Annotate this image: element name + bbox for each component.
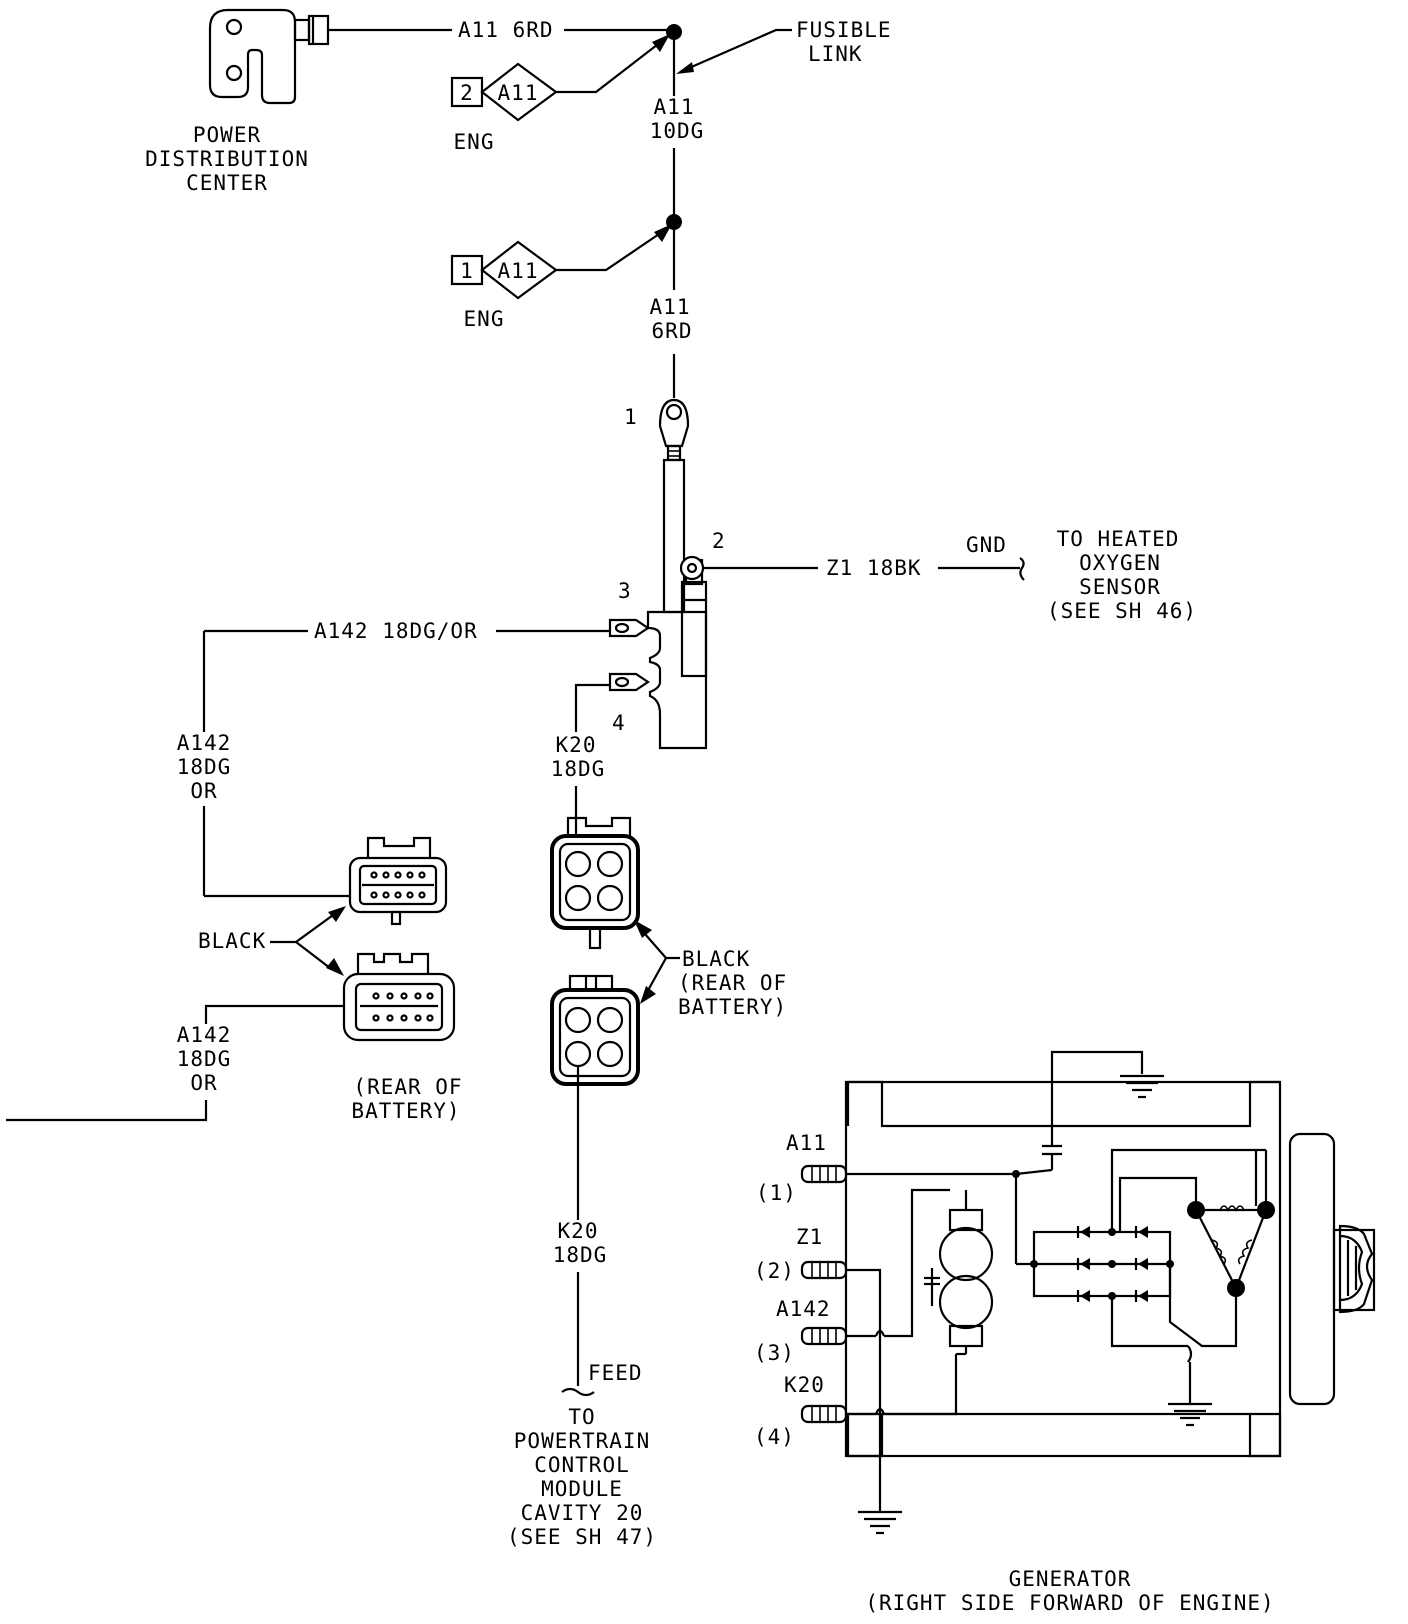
black-right-line-1: BLACK — [682, 947, 750, 971]
pdc-label-line-1: POWER — [193, 123, 261, 147]
gen-pin-2-num: (2) — [754, 1259, 795, 1283]
generator-internal-circuit — [846, 1148, 1275, 1512]
wire-label-a142-lower-3: OR — [190, 1071, 217, 1095]
wire-label-k20-upper-2: 18DG — [551, 757, 606, 781]
eng-connector-1 — [450, 224, 672, 300]
black-left-label: BLACK — [198, 929, 266, 953]
gen-pin-3-wire: A142 — [776, 1297, 831, 1321]
four-pin-connector-lower — [550, 974, 640, 1086]
wire-label-a142-lower-1: A142 — [177, 1023, 232, 1047]
feed-dest-line-2: POWERTRAIN — [514, 1429, 650, 1453]
feed-dest-line-3: CONTROL — [534, 1453, 630, 1477]
terminal-label-3: 3 — [618, 579, 632, 603]
wire-label-a142-lower-2: 18DG — [177, 1047, 232, 1071]
wire-a142-lower-exit — [6, 1100, 208, 1122]
wire-label-a11-6rd-1: A11 — [650, 295, 691, 319]
capacitor-symbol — [1042, 1130, 1062, 1170]
wire-label-k20-lower-2: 18DG — [553, 1243, 608, 1267]
black-connector-lower — [342, 952, 456, 1042]
wire-label-k20-upper-1: K20 — [556, 733, 597, 757]
black-right-leader-lower — [645, 957, 667, 995]
pdc-label-line-3: CENTER — [186, 171, 268, 195]
generator-title: GENERATOR — [1009, 1567, 1132, 1591]
gen-pin-1-num: (1) — [756, 1181, 797, 1205]
wire-label-k20-lower-1: K20 — [558, 1219, 599, 1243]
black-right-line-2: (REAR OF — [678, 971, 787, 995]
generator-pulley — [1288, 1132, 1376, 1406]
four-pin-connector-upper — [550, 816, 640, 950]
gen-pin-3-num: (3) — [754, 1341, 795, 1365]
generator-stud-4 — [800, 1404, 848, 1424]
gen-pin-4-num: (4) — [754, 1425, 795, 1449]
generator-subtitle: (RIGHT SIDE FORWARD OF ENGINE) — [865, 1591, 1274, 1615]
eng-connector-2 — [450, 34, 670, 122]
feed-dest-line-6: (SEE SH 47) — [507, 1525, 657, 1549]
terminal-label-1: 1 — [624, 405, 638, 429]
black-connector-upper — [348, 836, 448, 926]
wire-label-z1-18bk: Z1 18BK — [826, 556, 922, 580]
eng-connector-1-pin: 1 — [460, 259, 474, 283]
wire-break-feed — [561, 1387, 595, 1397]
eng-connector-2-code: A11 — [498, 81, 539, 105]
wire-label-a142-left-2: 18DG — [177, 755, 232, 779]
splice-dot-top — [666, 24, 682, 40]
gen-pin-1-wire: A11 — [786, 1131, 827, 1155]
wire-break-gnd — [1019, 557, 1025, 581]
wire-label-a11-6rd-top: A11 6RD — [458, 18, 554, 42]
gnd-dest-line-2: OXYGEN — [1079, 551, 1161, 575]
black-right-arrow-lower — [640, 986, 656, 1004]
terminal-label-2: 2 — [712, 529, 726, 553]
feed-label: FEED — [588, 1361, 643, 1385]
feed-dest-line-1: TO — [568, 1405, 595, 1429]
wire-label-a142-left-3: OR — [190, 779, 217, 803]
generator-stud-2 — [800, 1260, 848, 1280]
wire-label-a142-left-1: A142 — [177, 731, 232, 755]
feed-dest-line-5: CAVITY 20 — [521, 1501, 644, 1525]
black-right-arrow-upper — [634, 920, 652, 938]
gnd-dest-line-1: TO HEATED — [1057, 527, 1180, 551]
gen-pin-4-wire: K20 — [784, 1373, 825, 1397]
black-left-note-line-1: (REAR OF — [353, 1075, 462, 1099]
power-distribution-center-icon — [208, 8, 330, 105]
fusible-link-arrow — [676, 62, 694, 74]
wire-label-a11-10dg-2: 10DG — [650, 119, 705, 143]
gnd-dest-line-4: (SEE SH 46) — [1047, 599, 1197, 623]
gen-pin-2-wire: Z1 — [796, 1225, 823, 1249]
black-left-leader-lower — [295, 941, 331, 969]
black-left-note-line-2: BATTERY) — [351, 1099, 460, 1123]
eng-connector-2-label: ENG — [454, 130, 495, 154]
black-left-arrow-lower — [326, 958, 344, 976]
wire-a142-lower-upper — [204, 1004, 344, 1024]
wire-label-a11-6rd-2: 6RD — [652, 319, 693, 343]
wire-label-a142-18dg-or: A142 18DG/OR — [314, 619, 478, 643]
eng-connector-2-pin: 2 — [460, 81, 474, 105]
black-left-arrow-upper — [328, 906, 346, 922]
black-right-line-3: BATTERY) — [678, 995, 787, 1019]
wire-label-a11-10dg-1: A11 — [654, 95, 695, 119]
black-left-leader-upper — [270, 909, 341, 944]
eng-connector-1-label: ENG — [464, 307, 505, 331]
gnd-label: GND — [966, 533, 1007, 557]
gnd-dest-line-3: SENSOR — [1079, 575, 1161, 599]
fusible-link-line-2: LINK — [808, 42, 863, 66]
fusible-link-junction — [608, 398, 708, 750]
wire-k20-upper — [574, 683, 610, 732]
generator-stud-3 — [800, 1326, 848, 1346]
terminal-label-4: 4 — [612, 711, 626, 735]
ground-symbol-bottom — [858, 1510, 902, 1535]
fusible-link-leader — [679, 28, 792, 74]
pdc-label-line-2: DISTRIBUTION — [145, 147, 309, 171]
ground-symbol-top — [1050, 1050, 1164, 1130]
feed-dest-line-4: MODULE — [541, 1477, 623, 1501]
eng-connector-1-code: A11 — [498, 259, 539, 283]
generator-stud-1 — [800, 1164, 848, 1184]
fusible-link-line-1: FUSIBLE — [796, 18, 892, 42]
